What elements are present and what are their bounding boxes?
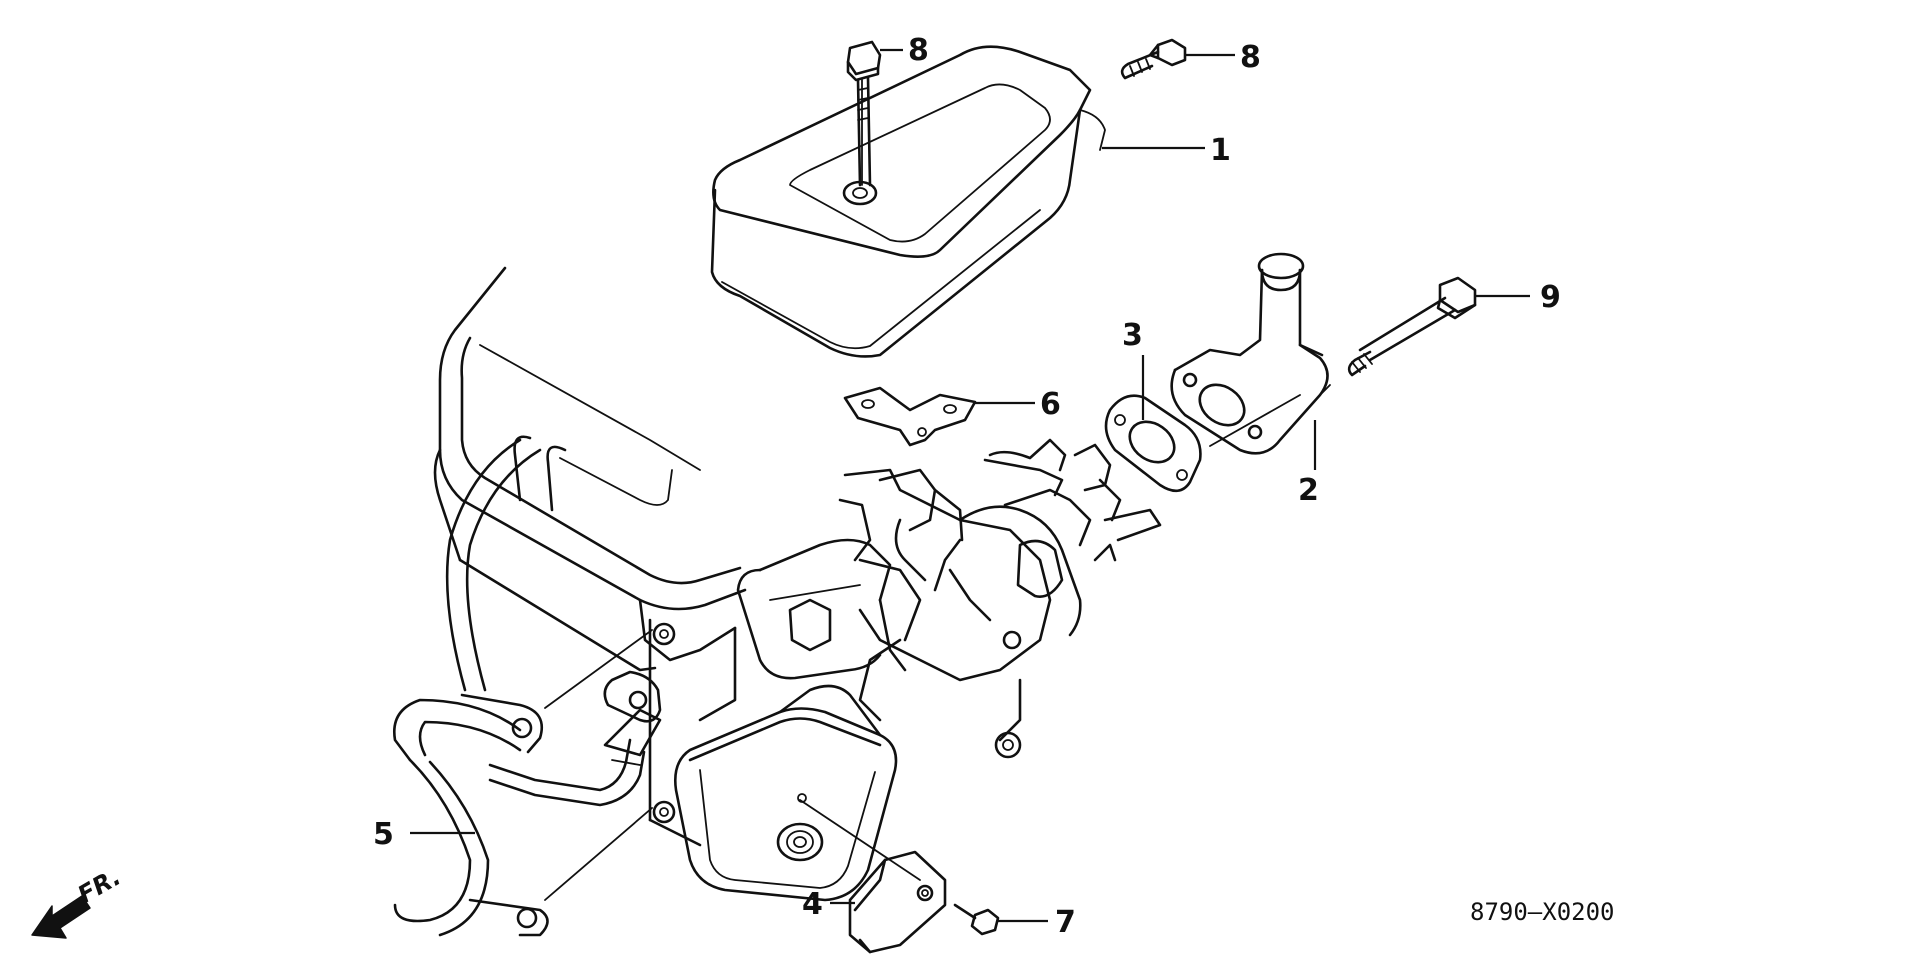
front-direction-indicator: FR. xyxy=(31,863,125,939)
intake-elbow xyxy=(1170,252,1331,455)
engine-block xyxy=(433,266,747,847)
fuel-tank xyxy=(736,538,922,722)
front-arrow-icon xyxy=(31,895,91,939)
bolt-right-8 xyxy=(1120,38,1187,80)
tapping-screw xyxy=(953,903,1000,936)
callout-1: 1 xyxy=(1210,133,1231,168)
drawing-code: 8790—X0200 xyxy=(1470,898,1615,926)
carburetor xyxy=(838,438,1162,759)
muffler xyxy=(674,684,898,902)
muffler-protector xyxy=(848,850,947,954)
bolt-left-8 xyxy=(846,40,882,187)
callout-3: 3 xyxy=(1122,318,1143,353)
air-cleaner-cover xyxy=(710,45,1106,358)
breather-tube xyxy=(392,438,662,937)
insulator-gasket xyxy=(1104,394,1202,493)
callout-8-left: 8 xyxy=(908,33,929,68)
callout-4: 4 xyxy=(802,887,823,922)
callout-6: 6 xyxy=(1040,387,1061,422)
callout-2: 2 xyxy=(1298,473,1319,508)
leader-lines xyxy=(410,48,1530,923)
callout-7: 7 xyxy=(1055,905,1076,940)
callout-5: 5 xyxy=(373,817,394,852)
mounting-bracket xyxy=(843,386,977,447)
callouts: 1 2 3 4 5 6 7 8 8 9 xyxy=(373,33,1561,940)
long-flange-bolt xyxy=(1347,276,1477,377)
callout-8-right: 8 xyxy=(1240,40,1261,75)
callout-9: 9 xyxy=(1540,280,1561,315)
